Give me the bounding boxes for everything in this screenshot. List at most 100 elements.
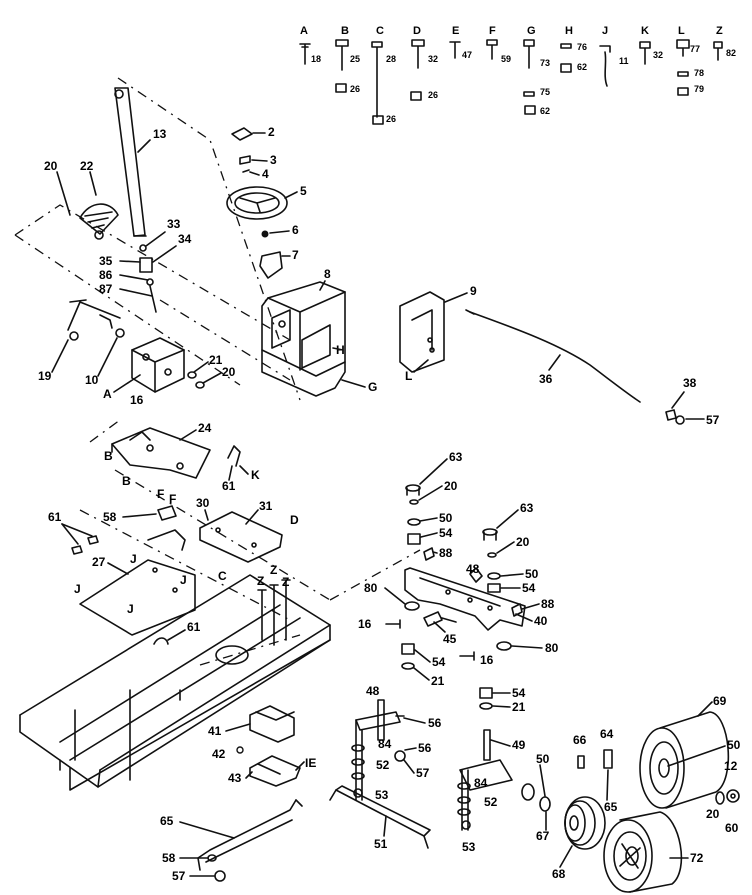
- callout-54a: 54: [439, 526, 453, 540]
- leader-50d: [667, 745, 726, 767]
- callout-3: 3: [270, 153, 277, 167]
- fastener-58-f: [157, 505, 177, 521]
- callout-50a: 50: [439, 511, 453, 525]
- callout-72: 72: [690, 851, 704, 865]
- clevis-pin-16: [385, 619, 401, 629]
- leader-45: [433, 621, 446, 633]
- callout-16c: 16: [480, 653, 494, 667]
- leader-21b: [413, 667, 430, 681]
- callout-52b: 52: [484, 795, 498, 809]
- key-part-11: 11: [619, 56, 629, 66]
- callout-6: 6: [292, 223, 299, 237]
- nut-42: [236, 746, 244, 754]
- throttle-cable: [465, 309, 641, 403]
- leader-13: [137, 139, 151, 153]
- callout-87: 87: [99, 282, 113, 296]
- steering-retainer: [261, 230, 269, 238]
- sub-letter-f1: F: [157, 487, 164, 501]
- leader-ie: [295, 761, 305, 771]
- tire-72: [603, 811, 683, 893]
- steering-sector-gear: [79, 203, 119, 240]
- callout-48a: 48: [466, 562, 480, 576]
- leader-4: [249, 171, 260, 176]
- callout-20d: 20: [516, 535, 530, 549]
- bracket-41: [249, 705, 295, 743]
- steering-column: [114, 87, 147, 237]
- sub-letter-j3: J: [180, 573, 187, 587]
- key-letter-g: G: [527, 25, 536, 37]
- callout-54c: 54: [432, 655, 446, 669]
- callout-57c: 57: [172, 869, 186, 883]
- key-part-32: 32: [428, 54, 438, 64]
- callout-16a: 16: [130, 393, 144, 407]
- leader-3: [251, 159, 268, 162]
- callout-88b: 88: [541, 597, 555, 611]
- key-letter-b: B: [341, 25, 349, 37]
- callout-45: 45: [443, 632, 457, 646]
- callout-58a: 58: [103, 510, 117, 524]
- leader-34: [152, 245, 177, 263]
- sub-letter-z3: Z: [282, 575, 289, 589]
- key-letter-h: H: [565, 25, 573, 37]
- callout-24: 24: [198, 421, 212, 435]
- steering-wheel-nut: [239, 155, 251, 173]
- callout-34: 34: [178, 232, 192, 246]
- leader-31: [245, 509, 259, 525]
- leader-63a: [419, 458, 448, 485]
- leader-41: [225, 723, 251, 732]
- callout-20e: 20: [706, 807, 720, 821]
- leader-61c: [167, 629, 186, 641]
- leader-20b: [202, 372, 222, 384]
- tie-rod: [329, 785, 431, 849]
- sub-letter-k: K: [251, 468, 260, 482]
- leader-54c: [414, 649, 431, 663]
- leader-86: [119, 274, 149, 281]
- callout-80b: 80: [545, 641, 559, 655]
- leader-9: [444, 292, 468, 303]
- leader-61b-1: [61, 523, 79, 545]
- callout-12: 12: [724, 759, 738, 773]
- callout-66: 66: [573, 733, 587, 747]
- leader-20c: [418, 485, 443, 501]
- leader-54a: [420, 532, 438, 538]
- leader-5: [284, 191, 298, 199]
- key-part-26d: 26: [428, 90, 438, 100]
- callout-84b: 84: [474, 776, 488, 790]
- callout-10: 10: [85, 373, 99, 387]
- callout-69: 69: [713, 694, 727, 708]
- leader-56b: [404, 747, 417, 751]
- spindle-hardware-right: [469, 528, 523, 651]
- leader-g: [341, 379, 366, 388]
- callout-31: 31: [259, 499, 273, 513]
- callout-50d: 50: [727, 738, 741, 752]
- washer-50-67: [521, 783, 551, 812]
- spindle-washer-left: [401, 643, 415, 670]
- leader-38: [671, 391, 685, 409]
- callout-60: 60: [725, 821, 739, 835]
- callout-80a: 80: [364, 581, 378, 595]
- tire-69: [639, 711, 730, 809]
- callout-61c: 61: [187, 620, 201, 634]
- callout-20c: 20: [444, 479, 458, 493]
- key-part-76: 76: [577, 42, 587, 52]
- key-part-78: 78: [694, 68, 704, 78]
- sub-letter-ie: IE: [305, 756, 316, 770]
- leader-22: [89, 171, 97, 196]
- leader-88a: [432, 551, 438, 554]
- leader-8: [319, 280, 326, 291]
- leader-20d: [496, 541, 515, 554]
- callout-63a: 63: [449, 450, 463, 464]
- z-bolts: [257, 579, 291, 646]
- sub-letter-g: G: [368, 380, 377, 394]
- sub-letter-j2: J: [130, 552, 137, 566]
- steering-bushing: [259, 251, 283, 279]
- key-letter-j: J: [602, 25, 608, 37]
- spindle-left: [351, 699, 406, 801]
- callout-20a: 20: [44, 159, 58, 173]
- callout-65b: 65: [604, 800, 618, 814]
- leader-87: [119, 288, 153, 297]
- callout-57b: 57: [416, 766, 430, 780]
- callout-88a: 88: [439, 546, 453, 560]
- key-part-79: 79: [694, 84, 704, 94]
